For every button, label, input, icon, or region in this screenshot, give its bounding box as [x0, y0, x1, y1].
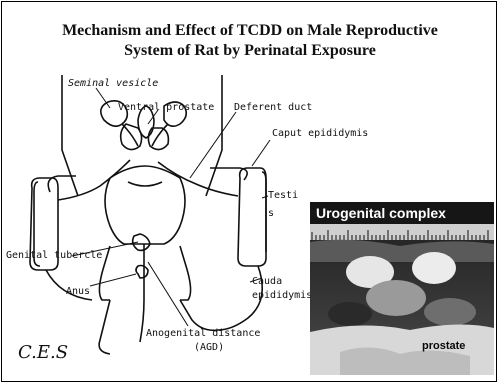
label-seminal-vesicle: Seminal vesicle	[68, 78, 158, 90]
label-ventral-prostate: Ventral prostate	[118, 102, 214, 114]
right-testis-inner	[262, 172, 266, 252]
photo-image	[310, 202, 494, 375]
bladder-body	[105, 166, 185, 244]
label-anus: Anus	[66, 286, 90, 298]
ruler	[310, 224, 494, 240]
leader-agd	[148, 262, 188, 326]
body-outline-left	[62, 75, 78, 196]
label-cauda-line-2: epididymis	[252, 290, 312, 302]
photo-prostate-label: prostate	[422, 340, 465, 352]
urethra	[140, 244, 144, 342]
leader-anus	[90, 274, 136, 286]
ces-logo: C.E.S	[18, 342, 68, 363]
hind-limb-right	[180, 300, 218, 330]
anus-circle	[136, 266, 148, 279]
label-agd-line-1: Anogenital distance	[146, 328, 260, 340]
right-testis	[238, 168, 266, 266]
label-cauda-line-1: Cauda	[252, 276, 282, 288]
right-leg	[180, 246, 191, 300]
label-deferent-duct: Deferent duct	[234, 102, 312, 114]
photo-title: Urogenital complex	[316, 205, 446, 221]
left-deferent-duct	[58, 160, 130, 200]
urogenital-complex-photo: Urogenital complex prostate	[310, 202, 494, 375]
hind-limb-left	[99, 300, 110, 354]
label-agd-line-2: (AGD)	[194, 342, 224, 354]
label-genital-tubercle: Genital tubercle	[6, 250, 102, 262]
label-caput-epididymis: Caput epididymis	[272, 128, 368, 140]
leader-caput-epididymis	[252, 140, 270, 166]
label-testis-line-2: s	[268, 208, 274, 220]
label-testis-line-1: Testi	[268, 190, 298, 202]
bladder-neck	[128, 182, 162, 186]
